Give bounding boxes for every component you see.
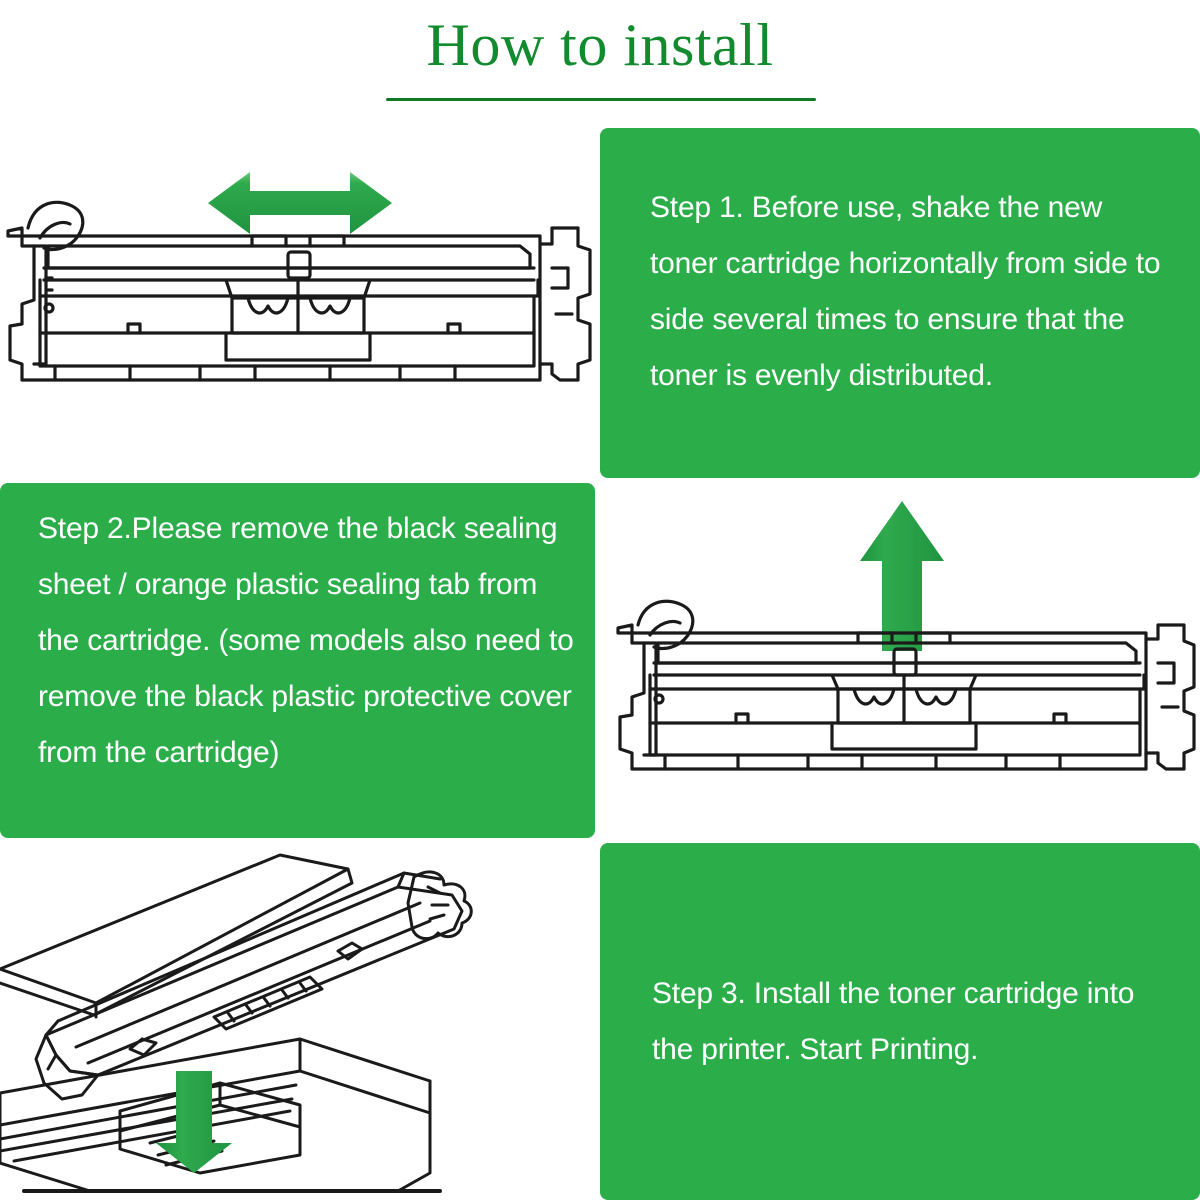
step-2-text-panel: Step 2.Please remove the black sealing s… bbox=[0, 483, 595, 838]
step-2-text: Step 2.Please remove the black sealing s… bbox=[38, 512, 574, 769]
page-title: How to install bbox=[426, 12, 774, 78]
header: How to install bbox=[0, 0, 1200, 122]
printer-insert-cartridge-illustration bbox=[0, 853, 473, 1193]
up-arrow bbox=[860, 501, 944, 651]
double-headed-horizontal-arrow bbox=[208, 172, 392, 234]
step-3-illustration-panel bbox=[0, 843, 595, 1200]
cartridge-outline bbox=[616, 599, 1196, 771]
step-1-text: Step 1. Before use, shake the new toner … bbox=[650, 191, 1161, 392]
step-3-text: Step 3. Install the toner cartridge into… bbox=[652, 976, 1135, 1066]
cartridge-outline bbox=[6, 200, 592, 382]
step-1-text-panel: Step 1. Before use, shake the new toner … bbox=[600, 128, 1200, 478]
step-3-text-panel: Step 3. Install the toner cartridge into… bbox=[600, 843, 1200, 1200]
down-arrow bbox=[156, 1071, 232, 1173]
title-divider bbox=[386, 98, 816, 101]
toner-cartridge-pull-tab-illustration bbox=[616, 501, 1196, 771]
step-1-illustration-panel bbox=[0, 128, 595, 478]
printer-outline bbox=[0, 853, 473, 1193]
toner-cartridge-shake-illustration bbox=[6, 172, 592, 382]
step-2-illustration-panel bbox=[600, 483, 1200, 838]
